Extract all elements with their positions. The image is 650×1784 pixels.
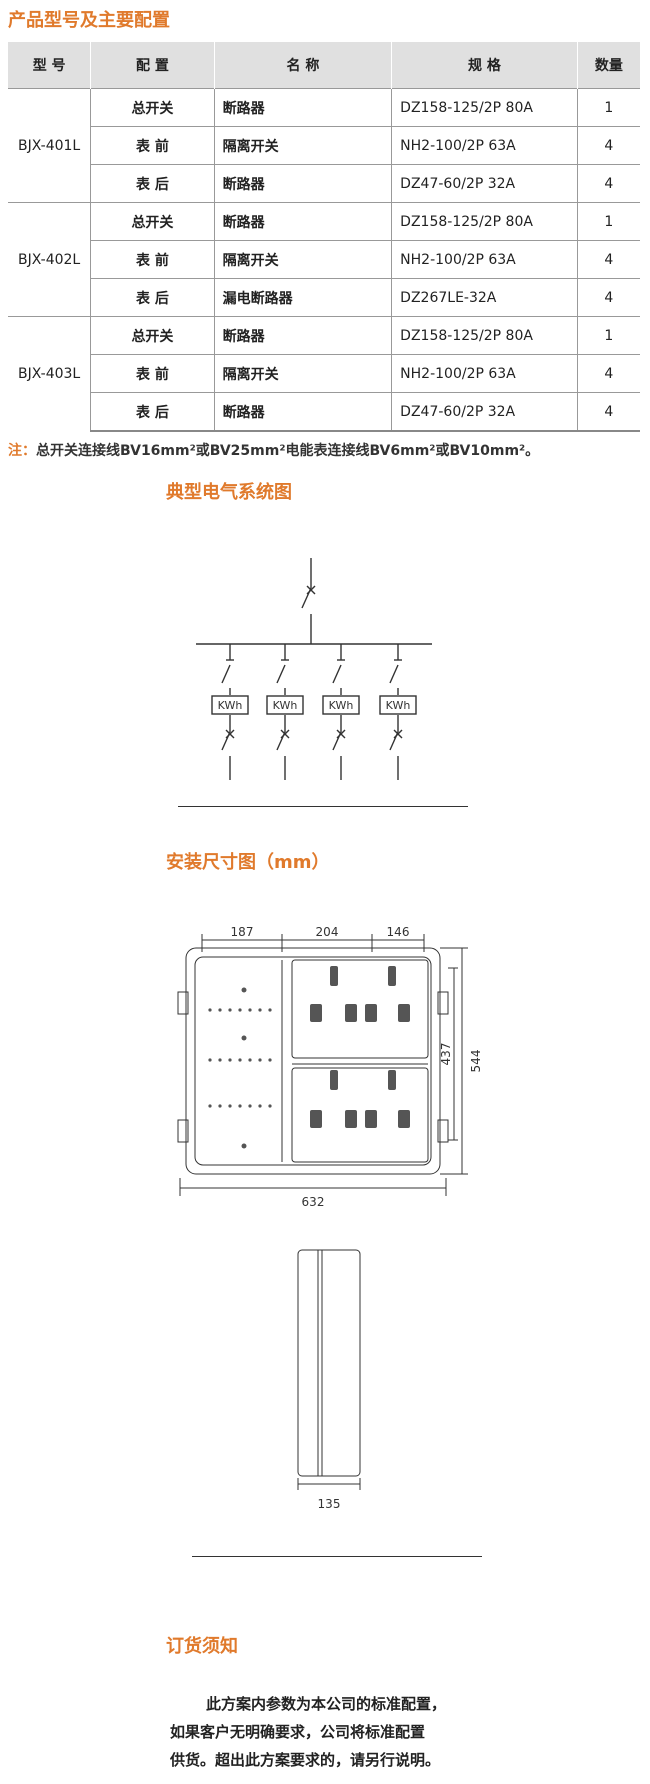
wiring-note: 注：总开关连接线BV16mm²或BV25mm²电能表连接线BV6mm²或BV10… <box>8 440 539 460</box>
header-qty: 数量 <box>577 42 640 89</box>
qty-cell: 4 <box>577 278 640 317</box>
meter-label: KWh <box>386 699 411 712</box>
installation-dimension-drawing: 187 204 146 632 437 544 <box>177 925 483 1209</box>
order-line: 如果客户无明确要求，公司将标准配置 <box>170 1723 426 1741</box>
config-cell: 表 前 <box>90 354 215 393</box>
name-cell: 断路器 <box>214 88 393 127</box>
spec-cell: DZ267LE-32A <box>391 278 578 317</box>
table-row: 表 后 漏电断路器 DZ267LE-32A 4 <box>8 278 640 317</box>
spec-cell: NH2-100/2P 63A <box>391 126 578 165</box>
qty-cell: 1 <box>577 88 640 127</box>
divider <box>192 1556 482 1557</box>
table-row: 表 后 断路器 DZ47-60/2P 32A 4 <box>8 392 640 432</box>
section-title-order-notice: 订货须知 <box>166 1636 238 1657</box>
meter-label: KWh <box>329 699 354 712</box>
table-row: BJX-402L 总开关 断路器 DZ158-125/2P 80A 1 <box>8 202 640 317</box>
spec-cell: NH2-100/2P 63A <box>391 354 578 393</box>
config-cell: 表 后 <box>90 392 215 432</box>
dim-437: 437 <box>439 1043 453 1066</box>
table-row: BJX-403L 总开关 断路器 DZ158-125/2P 80A 1 <box>8 316 640 431</box>
table-row: 表 前 隔离开关 NH2-100/2P 63A 4 <box>8 240 640 279</box>
section-title-system-diagram: 典型电气系统图 <box>166 482 292 503</box>
qty-cell: 4 <box>577 126 640 165</box>
qty-cell: 1 <box>577 202 640 241</box>
qty-cell: 4 <box>577 392 640 432</box>
name-cell: 断路器 <box>214 202 393 241</box>
spec-table: 型 号 配 置 名 称 规 格 数量 BJX-401L 总开关 断路器 DZ15… <box>8 42 640 432</box>
order-line: 此方案内参数为本公司的标准配置， <box>206 1695 447 1713</box>
config-cell: 表 前 <box>90 240 215 279</box>
meter-box <box>322 695 360 715</box>
qty-cell: 4 <box>577 240 640 279</box>
side-view-drawing: 135 <box>297 1249 361 1511</box>
header-spec: 规 格 <box>391 42 578 89</box>
spec-cell: NH2-100/2P 63A <box>391 240 578 279</box>
table-header-row: 型 号 配 置 名 称 规 格 数量 <box>8 42 640 89</box>
dim-632: 632 <box>302 1195 325 1209</box>
config-cell: 表 前 <box>90 126 215 165</box>
model-cell: BJX-401L <box>8 88 92 203</box>
electrical-system-diagram: KWh KWh KWh KWh <box>196 558 432 780</box>
divider <box>178 806 468 807</box>
header-config: 配 置 <box>90 42 215 89</box>
name-cell: 漏电断路器 <box>214 278 393 317</box>
config-cell: 总开关 <box>90 316 215 355</box>
meter-label: KWh <box>218 699 243 712</box>
header-name: 名 称 <box>214 42 393 89</box>
meter-box <box>266 695 304 715</box>
order-line: 供货。超出此方案要求的，请另行说明。 <box>170 1751 441 1769</box>
note-label: 注： <box>8 443 36 459</box>
name-cell: 断路器 <box>214 316 393 355</box>
name-cell: 隔离开关 <box>214 354 393 393</box>
dim-135: 135 <box>318 1497 341 1511</box>
dim-544: 544 <box>469 1050 483 1073</box>
spec-cell: DZ47-60/2P 32A <box>391 392 578 432</box>
table-row: 表 前 隔离开关 NH2-100/2P 63A 4 <box>8 354 640 393</box>
dim-187: 187 <box>231 925 254 939</box>
name-cell: 隔离开关 <box>214 126 393 165</box>
table-row: 表 前 隔离开关 NH2-100/2P 63A 4 <box>8 126 640 165</box>
meter-box <box>379 695 417 715</box>
config-cell: 表 后 <box>90 164 215 203</box>
qty-cell: 4 <box>577 164 640 203</box>
config-cell: 总开关 <box>90 202 215 241</box>
header-model: 型 号 <box>8 42 92 89</box>
table-row: BJX-401L 总开关 断路器 DZ158-125/2P 80A 1 <box>8 88 640 203</box>
meter-box <box>211 695 249 715</box>
name-cell: 断路器 <box>214 164 393 203</box>
meter-label: KWh <box>273 699 298 712</box>
model-cell: BJX-402L <box>8 202 92 317</box>
spec-cell: DZ158-125/2P 80A <box>391 316 578 355</box>
dim-146: 146 <box>387 925 410 939</box>
table-row: 表 后 断路器 DZ47-60/2P 32A 4 <box>8 164 640 203</box>
spec-cell: DZ158-125/2P 80A <box>391 202 578 241</box>
spec-cell: DZ158-125/2P 80A <box>391 88 578 127</box>
config-cell: 表 后 <box>90 278 215 317</box>
name-cell: 断路器 <box>214 392 393 432</box>
spec-cell: DZ47-60/2P 32A <box>391 164 578 203</box>
qty-cell: 1 <box>577 316 640 355</box>
section-title-config: 产品型号及主要配置 <box>8 10 170 31</box>
order-notice-text: 此方案内参数为本公司的标准配置， 如果客户无明确要求，公司将标准配置 供货。超出… <box>170 1690 500 1774</box>
config-cell: 总开关 <box>90 88 215 127</box>
dim-204: 204 <box>316 925 339 939</box>
model-cell: BJX-403L <box>8 316 92 431</box>
note-text: 总开关连接线BV16mm²或BV25mm²电能表连接线BV6mm²或BV10mm… <box>36 443 540 459</box>
name-cell: 隔离开关 <box>214 240 393 279</box>
section-title-install-dimensions: 安装尺寸图（mm） <box>166 852 330 873</box>
qty-cell: 4 <box>577 354 640 393</box>
